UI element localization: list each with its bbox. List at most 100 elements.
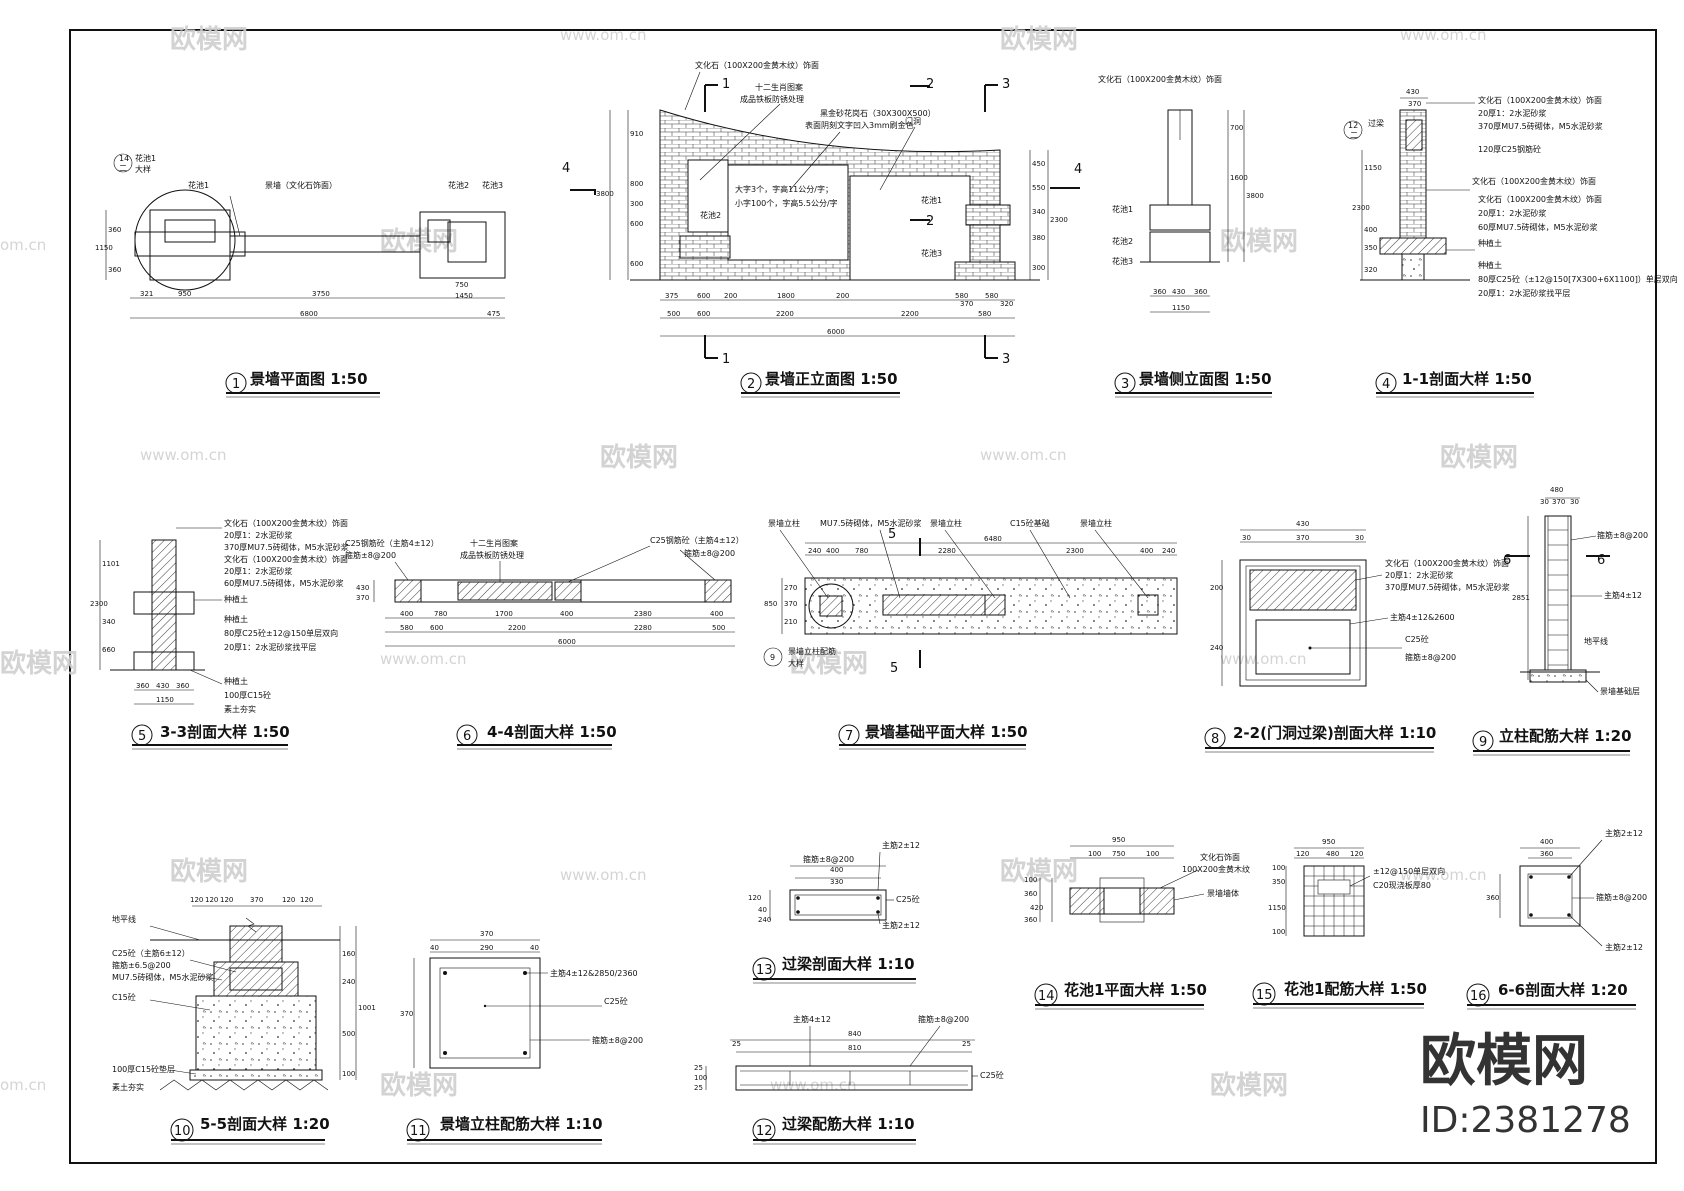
svg-text:文化石（100X200金黄木纹）饰面: 文化石（100X200金黄木纹）饰面 (1098, 74, 1222, 84)
svg-text:景墙立柱: 景墙立柱 (768, 518, 800, 528)
svg-text:20厚1：2水泥砂浆: 20厚1：2水泥砂浆 (1385, 570, 1453, 580)
svg-text:1150: 1150 (95, 244, 113, 252)
svg-text:景墙立柱配筋: 景墙立柱配筋 (788, 646, 836, 656)
svg-text:500: 500 (342, 1030, 355, 1038)
svg-text:1150: 1150 (1364, 164, 1382, 172)
svg-text:240: 240 (1162, 547, 1175, 555)
svg-text:370: 370 (1296, 534, 1309, 542)
svg-text:MU7.5砖砌体，M5水泥砂浆: MU7.5砖砌体，M5水泥砂浆 (820, 518, 921, 528)
drawing-5-section-3-3: 文化石（100X200金黄木纹）饰面 20厚1：2水泥砂浆 370厚MU7.5砖… (90, 518, 349, 714)
svg-text:475: 475 (487, 310, 500, 318)
svg-text:C25砼: C25砼 (980, 1070, 1004, 1080)
svg-text:120: 120 (282, 896, 295, 904)
watermark-url: www.om.cn (1400, 866, 1487, 884)
watermark-brand: 欧模网 (1000, 856, 1078, 887)
svg-text:60厚MU7.5砖砌体，M5水泥砂浆: 60厚MU7.5砖砌体，M5水泥砂浆 (1478, 222, 1598, 232)
svg-text:花池1: 花池1 (1112, 204, 1133, 214)
svg-text:1001: 1001 (358, 1004, 376, 1012)
svg-text:黑金砂花岗石（30X300X500）: 黑金砂花岗石（30X300X500） (820, 108, 936, 118)
svg-text:360: 360 (136, 682, 149, 690)
svg-text:30: 30 (1355, 534, 1364, 542)
svg-text:20厚1：2水泥砂浆: 20厚1：2水泥砂浆 (1478, 208, 1546, 218)
svg-text:120: 120 (190, 896, 203, 904)
svg-text:300: 300 (630, 200, 643, 208)
svg-text:340: 340 (1032, 208, 1045, 216)
svg-text:100: 100 (1088, 850, 1101, 858)
svg-text:240: 240 (342, 978, 355, 986)
svg-text:文化石（100X200金黄木纹）饰面: 文化石（100X200金黄木纹）饰面 (1478, 194, 1602, 204)
svg-text:14: 14 (1038, 989, 1055, 1004)
drawing-4-section-1-1: 12 二 过梁 文化石（100X200金黄木纹）饰面 20厚1：2水泥砂浆 37… (1343, 88, 1678, 298)
svg-text:10: 10 (174, 1124, 191, 1139)
svg-text:400: 400 (830, 866, 843, 874)
svg-text:2380: 2380 (634, 610, 652, 618)
svg-text:成品铁板防锈处理: 成品铁板防锈处理 (460, 550, 524, 560)
svg-text:C20现浇板厚80: C20现浇板厚80 (1373, 880, 1431, 890)
svg-text:340: 340 (102, 618, 115, 626)
svg-text:2: 2 (926, 77, 934, 92)
svg-text:400: 400 (1540, 838, 1553, 846)
svg-text:240: 240 (1210, 644, 1223, 652)
svg-text:主筋4±12&2600: 主筋4±12&2600 (1390, 612, 1455, 622)
watermark-url: www.om.cn (1220, 650, 1307, 668)
svg-text:370: 370 (960, 300, 973, 308)
svg-text:景墙正立面图 1:50: 景墙正立面图 1:50 (765, 370, 898, 388)
svg-text:过梁: 过梁 (1368, 118, 1384, 128)
svg-text:景墙（文化石饰面）: 景墙（文化石饰面） (265, 180, 337, 190)
svg-text:910: 910 (630, 130, 643, 138)
svg-text:文化石饰面: 文化石饰面 (1200, 852, 1240, 862)
svg-text:80厚C25砼（±12@150[7X300+6X1100]）: 80厚C25砼（±12@150[7X300+6X1100]）单层双向 (1478, 274, 1678, 284)
svg-text:30: 30 (1242, 534, 1251, 542)
svg-text:400: 400 (826, 547, 839, 555)
svg-text:成品铁板防锈处理: 成品铁板防锈处理 (740, 94, 804, 104)
svg-text:270: 270 (784, 584, 797, 592)
svg-text:200: 200 (836, 292, 849, 300)
svg-text:主筋4±12: 主筋4±12 (793, 1014, 831, 1024)
svg-text:160: 160 (342, 950, 355, 958)
svg-text:文化石（100X200金黄木纹）饰面: 文化石（100X200金黄木纹）饰面 (224, 518, 348, 528)
title-4: 4 1-1剖面大样 1:50 (1375, 370, 1534, 398)
svg-text:120厚C25钢筋砼: 120厚C25钢筋砼 (1478, 144, 1541, 154)
title-11: 11 景墙立柱配筋大样 1:10 (406, 1115, 603, 1145)
svg-text:240: 240 (758, 916, 771, 924)
svg-text:C25砼: C25砼 (1405, 634, 1429, 644)
svg-text:2200: 2200 (901, 310, 919, 318)
svg-text:C25砼（主筋6±12）: C25砼（主筋6±12） (112, 948, 190, 958)
svg-text:11: 11 (410, 1124, 427, 1139)
drawing-16-section-6-6: 主筋2±12 箍筋±8@200 主筋2±12 400 360 360 (1486, 828, 1647, 952)
svg-text:景墙基础平面大样 1:50: 景墙基础平面大样 1:50 (865, 723, 1028, 741)
svg-text:370: 370 (480, 930, 493, 938)
svg-text:9: 9 (1479, 735, 1487, 750)
svg-text:330: 330 (830, 878, 843, 886)
watermark-url-short: om.cn (0, 1076, 46, 1094)
svg-text:100X200金黄木纹: 100X200金黄木纹 (1182, 864, 1250, 874)
svg-text:370厚MU7.5砖砌体，M5水泥砂浆: 370厚MU7.5砖砌体，M5水泥砂浆 (1385, 582, 1510, 592)
svg-text:950: 950 (1112, 836, 1125, 844)
svg-text:9: 9 (770, 653, 775, 662)
svg-text:2: 2 (926, 214, 934, 229)
svg-text:15: 15 (1256, 988, 1273, 1003)
watermark-url: www.om.cn (140, 446, 227, 464)
svg-text:100: 100 (1272, 864, 1285, 872)
svg-text:370: 370 (400, 1010, 413, 1018)
svg-text:430: 430 (156, 682, 169, 690)
watermark-url: www.om.cn (980, 446, 1067, 464)
svg-text:景墙墙体: 景墙墙体 (1207, 888, 1239, 898)
svg-text:1800: 1800 (777, 292, 795, 300)
watermark-url-short: om.cn (0, 236, 46, 254)
svg-text:1600: 1600 (1230, 174, 1248, 182)
watermark-brand: 欧模网 (380, 1070, 458, 1101)
title-10: 10 5-5剖面大样 1:20 (170, 1115, 330, 1145)
drawing-9-column-rebar: 箍筋±8@200 主筋4±12 地平线 景墙基础层 6 6 480 30 370… (1503, 486, 1648, 696)
svg-text:600: 600 (697, 292, 710, 300)
svg-text:700: 700 (1230, 124, 1243, 132)
svg-text:1101: 1101 (102, 560, 120, 568)
svg-text:素土夯实: 素土夯实 (112, 1082, 144, 1092)
svg-text:花池2: 花池2 (700, 210, 721, 220)
svg-text:400: 400 (560, 610, 573, 618)
svg-text:6: 6 (1597, 553, 1605, 568)
watermark-brand: 欧模网 (0, 648, 78, 679)
svg-text:6-6剖面大样 1:20: 6-6剖面大样 1:20 (1498, 981, 1628, 999)
svg-text:100: 100 (1024, 876, 1037, 884)
